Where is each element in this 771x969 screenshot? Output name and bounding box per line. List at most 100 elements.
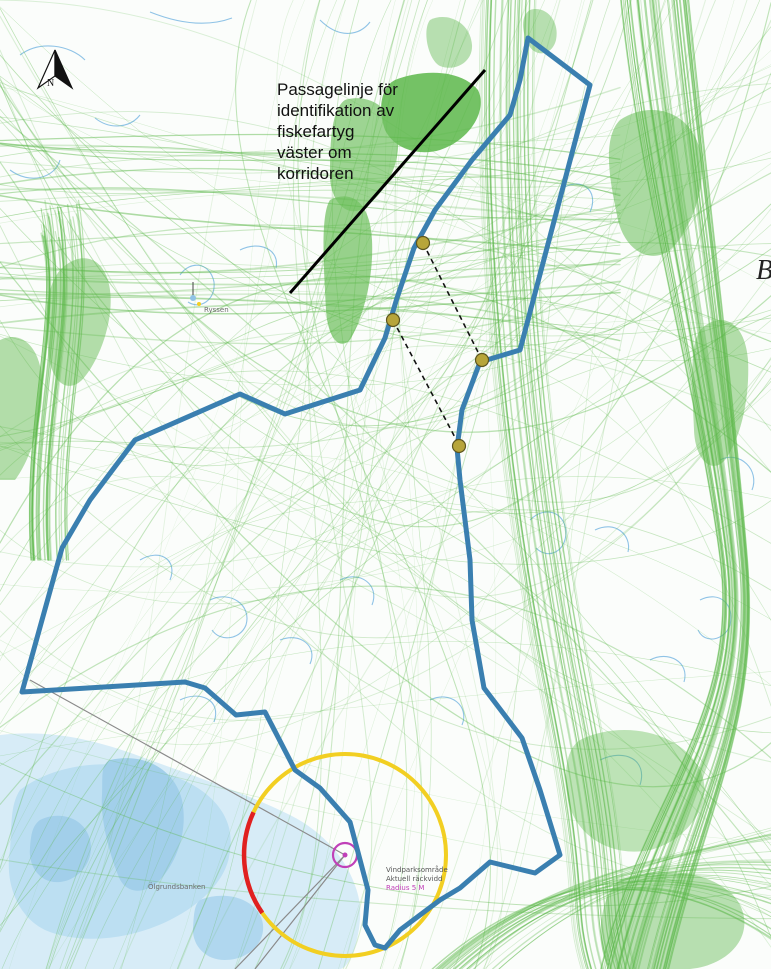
ais-track-line: [445, 888, 771, 969]
ais-track-line: [55, 221, 74, 561]
navigation-leading-line: [29, 679, 346, 969]
ais-track-line: [517, 0, 621, 969]
ais-track-line: [486, 0, 589, 969]
ais-track-line: [0, 509, 771, 933]
ais-track-line: [235, 0, 491, 969]
ais-track-line: [523, 0, 627, 969]
ais-track-line: [0, 345, 771, 725]
ais-track-line: [508, 0, 613, 969]
ais-track-line: [533, 0, 637, 969]
ais-track-line: [519, 0, 623, 969]
corridor-outline: [19, 35, 593, 951]
ais-track-line: [0, 15, 771, 763]
ais-track-line: [45, 206, 65, 561]
ais-track-line: [0, 7, 771, 734]
ais-track-line: [342, 0, 561, 969]
ais-track-line: [663, 0, 749, 969]
ais-track-line: [513, 0, 616, 969]
ais-track-line: [458, 879, 771, 969]
ais-track-line: [441, 837, 771, 969]
circle-label-line: Aktuell räckvidd: [386, 875, 443, 883]
ais-track-line: [0, 445, 771, 840]
ais-track-line: [527, 0, 631, 969]
annotation-line: väster om: [277, 143, 352, 162]
ais-track-line: [0, 243, 771, 451]
ais-track-line: [485, 0, 589, 969]
passage-line-annotation: Passagelinje för identifikation av fiske…: [277, 79, 447, 184]
ais-track-line: [0, 309, 771, 703]
ais-track-line: [0, 146, 621, 214]
ais-track-line: [453, 886, 771, 969]
ais-track-line: [0, 163, 771, 657]
ais-track-line: [0, 86, 621, 157]
ais-track-line: [0, 291, 771, 592]
ais-track-line: [449, 874, 771, 969]
ais-track-line: [0, 133, 621, 160]
ais-track-line: [66, 234, 85, 561]
ais-track-line: [506, 0, 610, 969]
ais-track-line: [35, 212, 55, 561]
ais-track-line: [666, 0, 750, 969]
ais-track-line: [58, 219, 77, 561]
ais-track-line: [488, 0, 592, 969]
ais-track-line: [473, 861, 771, 969]
ais-track-line: [0, 161, 621, 218]
circle-marker-icon: [415, 235, 431, 251]
ais-track-line: [0, 167, 621, 244]
ais-track-line: [0, 639, 771, 843]
ais-track-line: [29, 224, 48, 561]
red-sector-arc: [241, 811, 265, 915]
ais-track-line: [664, 0, 750, 969]
annotation-line: fiskefartyg: [277, 122, 355, 141]
ais-track-line: [0, 271, 771, 745]
ais-track-line: [84, 0, 666, 969]
ais-track-line: [448, 867, 771, 969]
ais-track-line: [0, 142, 621, 180]
island-label: Ryssen: [204, 306, 229, 314]
ais-track-line: [0, 319, 771, 605]
ais-track-line: [0, 358, 771, 721]
map-edge-label: B: [756, 255, 771, 287]
ais-track-line: [66, 0, 676, 969]
ais-density-clusters: [0, 9, 749, 969]
ais-track-line: [483, 0, 716, 969]
ais-track-line: [506, 0, 610, 969]
circle-marker-icon: [474, 352, 490, 368]
ais-track-line: [0, 176, 621, 195]
ais-track-line: [0, 225, 771, 750]
ais-track-line: [437, 834, 771, 969]
ais-track-line: [0, 224, 771, 387]
ais-track-line: [292, 0, 373, 969]
ais-track-line: [55, 203, 75, 561]
ais-track-line: [0, 114, 621, 174]
ais-track-line: [0, 730, 771, 897]
ais-track-line: [0, 280, 621, 325]
ais-track-line: [289, 0, 585, 969]
ais-track-line: [0, 671, 771, 757]
ais-track-line: [0, 370, 771, 544]
ais-track-line: [0, 134, 621, 178]
ais-track-line: [517, 0, 621, 969]
ais-track-line: [0, 82, 771, 427]
ais-track-line: [0, 187, 621, 221]
ais-track-line: [431, 880, 771, 969]
ais-track-line: [485, 0, 589, 969]
ais-track-line: [46, 210, 66, 561]
ais-track-line: [0, 49, 771, 598]
ais-track-line: [0, 259, 621, 286]
ais-track-line: [516, 0, 620, 969]
ais-track-line: [0, 208, 771, 514]
ais-track-line: [169, 0, 305, 969]
ais-track-line: [435, 888, 771, 969]
ais-track-line: [0, 2, 771, 528]
ais-track-line: [0, 6, 771, 362]
ais-track-line: [0, 72, 771, 449]
ais-track-line: [468, 876, 771, 969]
annotation-line: identifikation av: [277, 101, 395, 120]
circle-marker-icon: [385, 312, 401, 328]
ais-track-line: [0, 86, 771, 342]
ais-track-line: [0, 476, 771, 931]
ais-track-line: [668, 0, 751, 969]
ais-track-line: [523, 0, 628, 969]
